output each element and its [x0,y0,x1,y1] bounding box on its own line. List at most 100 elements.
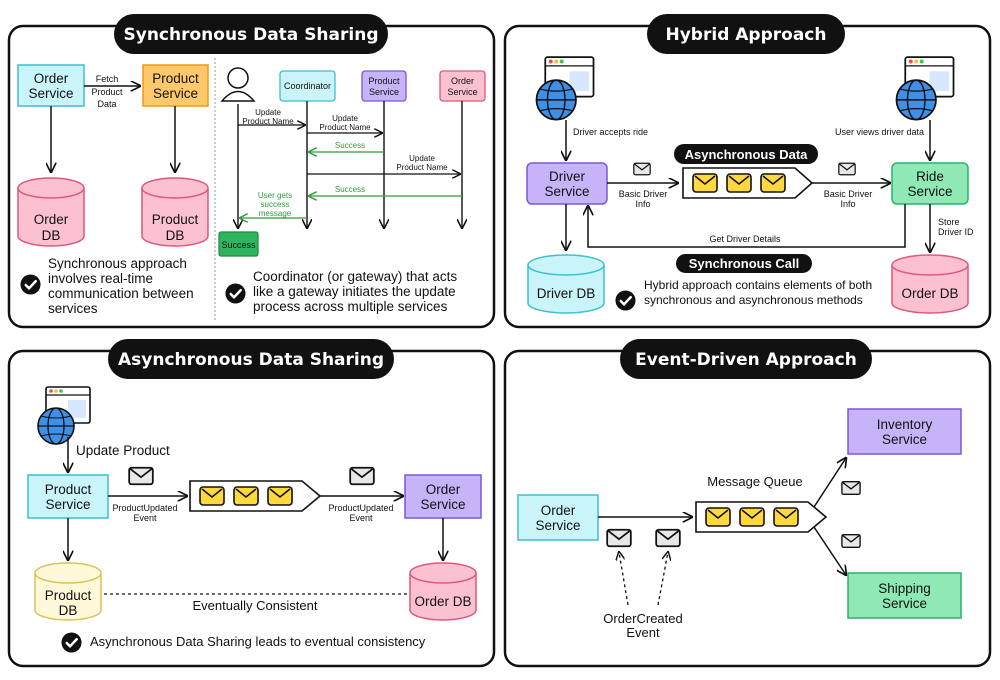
event-title: Event-Driven Approach [635,350,857,370]
async-note: Asynchronous Data Sharing leads to event… [90,634,426,649]
inventory-service-line2: Service [882,432,927,447]
hybrid-title-pill [647,14,845,54]
hybrid-title: Hybrid Approach [666,25,827,45]
sync-order-db-line1: Order [34,212,69,227]
async-product-service-line2: Service [45,497,90,512]
envelope-icon [760,173,786,193]
inventory-service-line1: Inventory [877,417,933,432]
check-icon [20,274,41,295]
async-product-db-line1: Product [45,588,92,603]
sync-product-db-line1: Product [152,212,199,227]
envelope-icon [705,507,731,527]
sync-order-service [17,64,85,107]
async-product-service [27,474,109,519]
sync-note-line2: involves real-time [48,271,153,286]
sync-order-db-line2: DB [42,228,61,243]
get-driver-details-label: Get Driver Details [709,234,781,244]
store-driver-id-line2: Driver ID [938,227,974,237]
envelope-icon [841,480,861,496]
sync-product-db-line2: DB [166,228,185,243]
async-order-service-line2: Service [420,497,465,512]
shipping-service-line2: Service [882,596,927,611]
sync-order-service-line1: Order [34,71,69,86]
envelope-icon [841,533,861,549]
seq-product-service-line1: Product [368,76,400,86]
hybrid-note-line2: synchronous and asynchronous methods [644,293,863,307]
shipping-service-line1: Shipping [878,581,931,596]
hybrid-ride-service-line2: Service [907,184,952,199]
hybrid-basic-info1-line2: Info [635,199,650,209]
msg4-label2: Product Name [396,163,448,172]
async-data-pill [674,144,818,164]
user-views-label: User views driver data [835,127,924,137]
success-box-label: Success [221,240,256,250]
envelope-icon [739,507,765,527]
shipping-service [847,572,962,619]
coordinator-note-line1: Coordinator (or gateway) that acts [253,269,457,284]
envelope-icon [606,528,632,548]
async-panel: Asynchronous Data Sharing Update Product… [7,339,496,668]
hybrid-message-queue [682,167,814,199]
envelope-icon [655,528,681,548]
message-queue-label: Message Queue [707,474,802,489]
async-product-service-line1: Product [45,482,92,497]
envelope-icon [633,162,651,176]
order-created-arrow-left [619,552,629,606]
envelope-icon [233,486,259,506]
msg1-label2: Product Name [242,117,294,126]
sync-product-service-line2: Service [153,86,198,101]
seq-order-service-line1: Order [451,76,474,86]
msg6-label3: message [259,209,292,218]
async-event2-line1: ProductUpdated [328,503,393,513]
sync-title-pill [114,14,388,54]
async-event1-line2: Event [133,513,157,523]
hybrid-driver-db: Driver DB [527,254,605,314]
seq-order-service-line2: Service [447,87,477,97]
msg2-label1: Update [332,114,358,123]
msg6-label2: success [261,200,290,209]
hybrid-order-db: Order DB [891,254,969,314]
async-title: Asynchronous Data Sharing [118,350,384,370]
order-created-line2: Event [626,625,660,640]
hybrid-note-line1: Hybrid approach contains elements of bot… [644,278,872,292]
user-icon [220,67,256,102]
event-order-service-line2: Service [535,518,580,533]
async-product-db: Product DB [34,562,102,621]
coordinator-label: Coordinator [284,81,331,91]
eventually-consistent-label: Eventually Consistent [192,598,317,613]
sync-product-db: Product DB [141,177,209,247]
async-product-db-line2: DB [59,603,78,618]
msg4-label1: Update [409,154,435,163]
hybrid-panel: Hybrid Approach Driver accepts ride User… [503,14,992,329]
hybrid-basic-info1-line1: Basic Driver [619,189,668,199]
event-order-service-line1: Order [541,503,576,518]
coordinator-note-line2: like a gateway initiates the update [253,284,456,299]
sync-order-db: Order DB [17,177,85,247]
async-data-label: Asynchronous Data [685,147,809,162]
coordinator-note-line3: process across multiple services [253,299,448,314]
envelope-icon [267,486,293,506]
order-created-arrow-right [657,552,668,606]
driver-accepts-label: Driver accepts ride [573,127,648,137]
sync-product-service [142,64,209,107]
envelope-icon [349,466,375,486]
check-icon [61,632,82,653]
sync-order-service-line2: Service [28,86,73,101]
msg6-label1: User gets [258,191,292,200]
inventory-service [847,408,962,455]
envelope-icon [199,486,225,506]
async-title-pill [108,339,394,379]
sync-panel: Synchronous Data Sharing Order Service F… [7,14,496,329]
update-product-label: Update Product [76,443,170,458]
async-order-service-line1: Order [426,482,461,497]
envelope-icon [726,173,752,193]
hybrid-basic-info2-line2: Info [840,199,855,209]
async-order-db: Order DB [409,562,477,621]
event-title-pill [620,339,872,379]
async-event1-line1: ProductUpdated [112,503,177,513]
sync-note-line1: Synchronous approach [48,256,187,271]
async-message-queue [189,480,322,512]
envelope-icon [773,507,799,527]
msg2-label2: Product Name [319,123,371,132]
to-inventory-arrow [813,458,846,508]
